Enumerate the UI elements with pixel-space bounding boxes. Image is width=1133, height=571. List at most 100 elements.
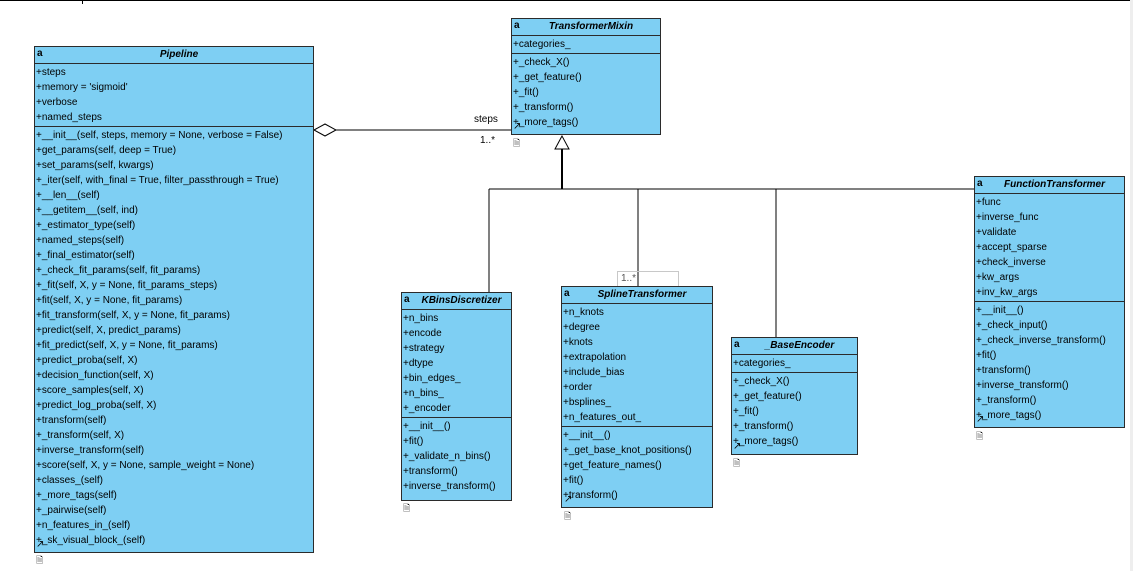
arrow-link-icon[interactable]: ↗ [36, 539, 45, 550]
operation-row: +_transform() [513, 102, 574, 113]
operation-row: +fit() [403, 436, 424, 447]
attribute-row: +bin_edges_ [403, 373, 461, 384]
operation-row: +_transform() [733, 421, 794, 432]
operations-section: +__init__() +fit() +_validate_n_bins() +… [402, 418, 511, 494]
operation-row: +_check_X() [513, 57, 570, 68]
operation-row: +__init__() [563, 430, 611, 441]
operation-row: +get_params(self, deep = True) [36, 145, 177, 156]
operation-row: +fit() [563, 475, 584, 486]
document-icon[interactable]: 🗎 [36, 555, 44, 565]
operation-row: +_more_tags() [733, 436, 799, 447]
class-header: a Pipeline [35, 47, 313, 64]
document-icon[interactable]: 🗎 [564, 511, 572, 521]
operation-row: +_more_tags() [976, 410, 1042, 421]
attributes-section: +n_knots +degree +knots +extrapolation +… [562, 304, 712, 427]
attributes-section: +n_bins +encode +strategy +dtype +bin_ed… [402, 310, 511, 418]
class-header: a KBinsDiscretizer [402, 293, 511, 310]
operation-row: +predict_log_proba(self, X) [36, 400, 157, 411]
operation-row: +_get_base_knot_positions() [563, 445, 692, 456]
arrow-link-icon[interactable]: ↗ [564, 494, 573, 505]
operation-row: +_get_feature() [513, 72, 582, 83]
operation-row: +inverse_transform() [976, 380, 1069, 391]
operation-row: +score(self, X, y = None, sample_weight … [36, 460, 255, 471]
operation-row: +_final_estimator(self) [36, 250, 135, 261]
operations-section: +__init__() +_check_input() +_check_inve… [975, 302, 1124, 423]
right-scroll-edge[interactable] [1130, 0, 1133, 571]
class-name: TransformerMixin [548, 21, 634, 32]
operation-row: +_check_inverse_transform() [976, 335, 1106, 346]
attributes-section: +categories_ [732, 355, 857, 373]
class-function-transformer[interactable]: a FunctionTransformer +func +inverse_fun… [974, 176, 1125, 428]
operation-row: +_more_tags(self) [36, 490, 117, 501]
attribute-row: +inverse_func [976, 212, 1039, 223]
class-pipeline[interactable]: a Pipeline +steps +memory = 'sigmoid' +v… [34, 46, 314, 553]
arrow-link-icon[interactable]: ↗ [733, 441, 742, 452]
attribute-row: +bsplines_ [563, 397, 612, 408]
operations-section: +__init__(self, steps, memory = None, ve… [35, 127, 313, 548]
operation-row: +inverse_transform(self) [36, 445, 145, 456]
class-spline-transformer[interactable]: a SplineTransformer +n_knots +degree +kn… [561, 286, 713, 508]
operations-section: +__init__() +_get_base_knot_positions() … [562, 427, 712, 503]
attribute-row: +encode [403, 328, 442, 339]
attribute-row: +validate [976, 227, 1017, 238]
operation-row: +_fit() [733, 406, 759, 417]
document-icon[interactable]: 🗎 [403, 503, 411, 513]
operation-row: +__init__(self, steps, memory = None, ve… [36, 130, 283, 141]
operation-row: +transform(self) [36, 415, 107, 426]
attribute-row: +memory = 'sigmoid' [36, 82, 128, 93]
operation-row: +fit() [976, 350, 997, 361]
class-marker-icon: a [977, 178, 983, 189]
operation-row: +classes_(self) [36, 475, 103, 486]
generalization-arrowhead [554, 134, 570, 150]
class-name: FunctionTransformer [1004, 179, 1105, 190]
attribute-row: +accept_sparse [976, 242, 1047, 253]
class-name: SplineTransformer [597, 289, 687, 300]
attributes-section: +categories_ [512, 36, 660, 54]
top-border-line [0, 0, 1133, 1]
attribute-row: +n_bins [403, 313, 439, 324]
attribute-row: +extrapolation [563, 352, 627, 363]
operation-row: +_fit() [513, 87, 539, 98]
operations-section: +_check_X() +_get_feature() +_fit() +_tr… [512, 54, 660, 130]
class-marker-icon: a [404, 294, 410, 305]
attribute-row: +dtype [403, 358, 434, 369]
operation-row: +transform() [563, 490, 618, 501]
attribute-row: +n_knots [563, 307, 604, 318]
attribute-row: +n_features_out_ [563, 412, 642, 423]
class-marker-icon: a [514, 20, 520, 31]
document-icon[interactable]: 🗎 [733, 458, 741, 468]
aggregation-multiplicity-label: 1..* [480, 135, 496, 146]
operation-row: +inverse_transform() [403, 481, 496, 492]
operations-section: +_check_X() +_get_feature() +_fit() +_tr… [732, 373, 857, 449]
attribute-row: +verbose [36, 97, 78, 108]
top-border-tick [82, 0, 83, 4]
class-header: a FunctionTransformer [975, 177, 1124, 194]
operation-row: +_validate_n_bins() [403, 451, 491, 462]
operation-row: +__len__(self) [36, 190, 100, 201]
operation-row: +fit(self, X, y = None, fit_params) [36, 295, 183, 306]
operation-row: +n_features_in_(self) [36, 520, 131, 531]
aggregation-diamond [312, 123, 338, 137]
class-base-encoder[interactable]: a _BaseEncoder +categories_ +_check_X() … [731, 337, 858, 455]
class-marker-icon: a [734, 339, 740, 350]
class-name: _BaseEncoder [764, 340, 835, 351]
operation-row: +get_feature_names() [563, 460, 662, 471]
attribute-row: +include_bias [563, 367, 625, 378]
attribute-row: +steps [36, 67, 66, 78]
attributes-section: +steps +memory = 'sigmoid' +verbose +nam… [35, 64, 313, 127]
operation-row: +_check_input() [976, 320, 1048, 331]
operation-row: +transform() [403, 466, 458, 477]
arrow-link-icon[interactable]: ↗ [513, 121, 522, 132]
attribute-row: +_encoder [403, 403, 451, 414]
aggregation-role-label: steps [474, 114, 498, 125]
class-header: a TransformerMixin [512, 19, 660, 36]
attribute-row: +knots [563, 337, 593, 348]
class-transformer-mixin[interactable]: a TransformerMixin +categories_ +_check_… [511, 18, 661, 135]
document-icon[interactable]: 🗎 [513, 138, 521, 148]
arrow-link-icon[interactable]: ↗ [976, 414, 985, 425]
document-icon[interactable]: 🗎 [976, 431, 984, 441]
attribute-row: +n_bins_ [403, 388, 444, 399]
class-kbins-discretizer[interactable]: a KBinsDiscretizer +n_bins +encode +stra… [401, 292, 512, 501]
attribute-row: +categories_ [513, 39, 571, 50]
